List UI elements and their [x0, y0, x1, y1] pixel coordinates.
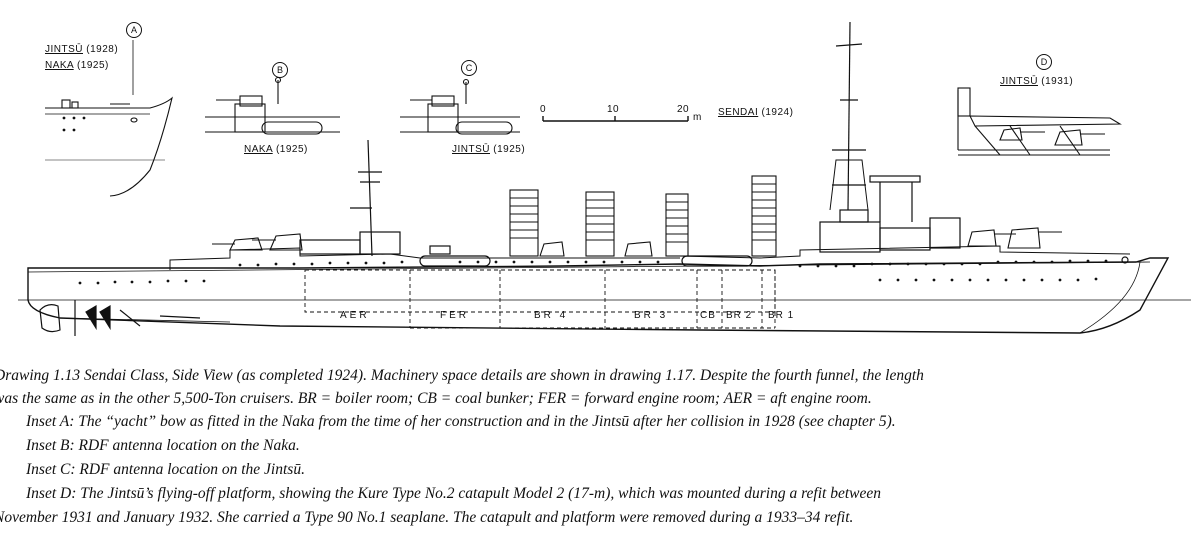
main-drawing-label: SENDAI (1924): [718, 107, 793, 118]
ship-year: (1925): [493, 144, 526, 155]
ship-year: (1924): [761, 107, 794, 118]
inset-d-label: JINTSŪ (1931): [1000, 76, 1073, 87]
scale-tick-20: 20: [677, 104, 690, 115]
scale-unit: m: [693, 112, 702, 123]
ship-name: NAKA: [45, 60, 74, 71]
caption-line-5: Inset C: RDF antenna location on the Jin…: [26, 461, 305, 478]
caption-line-1: Drawing 1.13 Sendai Class, Side View (as…: [0, 367, 924, 384]
inset-a-marker: A: [126, 22, 142, 38]
room-label-br3: BR 3: [634, 310, 669, 321]
room-label-aer: AER: [340, 310, 370, 321]
superstructure: [169, 175, 1131, 270]
propellers-and-rudder: [39, 300, 231, 336]
funnels: [509, 175, 777, 257]
ship-year: (1925): [275, 144, 308, 155]
ship-year: (1931): [1041, 76, 1074, 87]
ship-name: SENDAI: [718, 107, 759, 118]
ship-year: (1925): [76, 60, 109, 71]
inset-a-label-1: JINTSŪ (1928): [45, 44, 118, 55]
inset-c-label: JINTSŪ (1925): [452, 144, 525, 155]
ship-year: (1928): [86, 44, 119, 55]
room-label-br2: BR 2: [726, 310, 753, 321]
machinery-space-outlines: [304, 269, 776, 329]
ship-side-view-drawing: [18, 21, 1191, 336]
inset-b-marker: B: [272, 62, 288, 78]
inset-b-label: NAKA (1925): [244, 144, 308, 155]
room-label-br4: BR 4: [534, 310, 569, 321]
hawse-pipe: [1121, 256, 1129, 264]
room-label-cb: CB: [700, 310, 716, 321]
room-label-br1: BR 1: [768, 310, 795, 321]
caption-line-6: Inset D: The Jintsū’s flying-off platfor…: [26, 485, 882, 502]
inset-d-flying-off-platform: [957, 87, 1122, 156]
ship-name: JINTSŪ: [45, 44, 83, 55]
ship-name: JINTSŪ: [452, 144, 490, 155]
caption-line-3: Inset A: The “yacht” bow as fitted in th…: [26, 413, 896, 430]
room-label-fer: FER: [440, 310, 469, 321]
caption-line-7: November 1931 and January 1932. She carr…: [0, 509, 854, 526]
caption-line-4: Inset B: RDF antenna location on the Nak…: [26, 437, 300, 454]
inset-a-label-2: NAKA (1925): [45, 60, 109, 71]
inset-d-marker: D: [1036, 54, 1052, 70]
caption-line-2: was the same as in the other 5,500-Ton c…: [0, 390, 872, 407]
masts: [350, 21, 869, 257]
portholes: [78, 259, 1108, 285]
inset-b-rdf-naka: [205, 76, 340, 135]
inset-a-bow: [45, 96, 173, 197]
hull: [27, 257, 1170, 334]
ship-name: JINTSŪ: [1000, 76, 1038, 87]
scale-tick-0: 0: [540, 104, 547, 115]
gun-mounts: [212, 227, 1062, 257]
inset-c-rdf-jintsu: [400, 78, 520, 135]
scale-bar: [542, 116, 689, 122]
ship-name: NAKA: [244, 144, 273, 155]
inset-c-marker: C: [461, 60, 477, 76]
scale-tick-10: 10: [607, 104, 620, 115]
